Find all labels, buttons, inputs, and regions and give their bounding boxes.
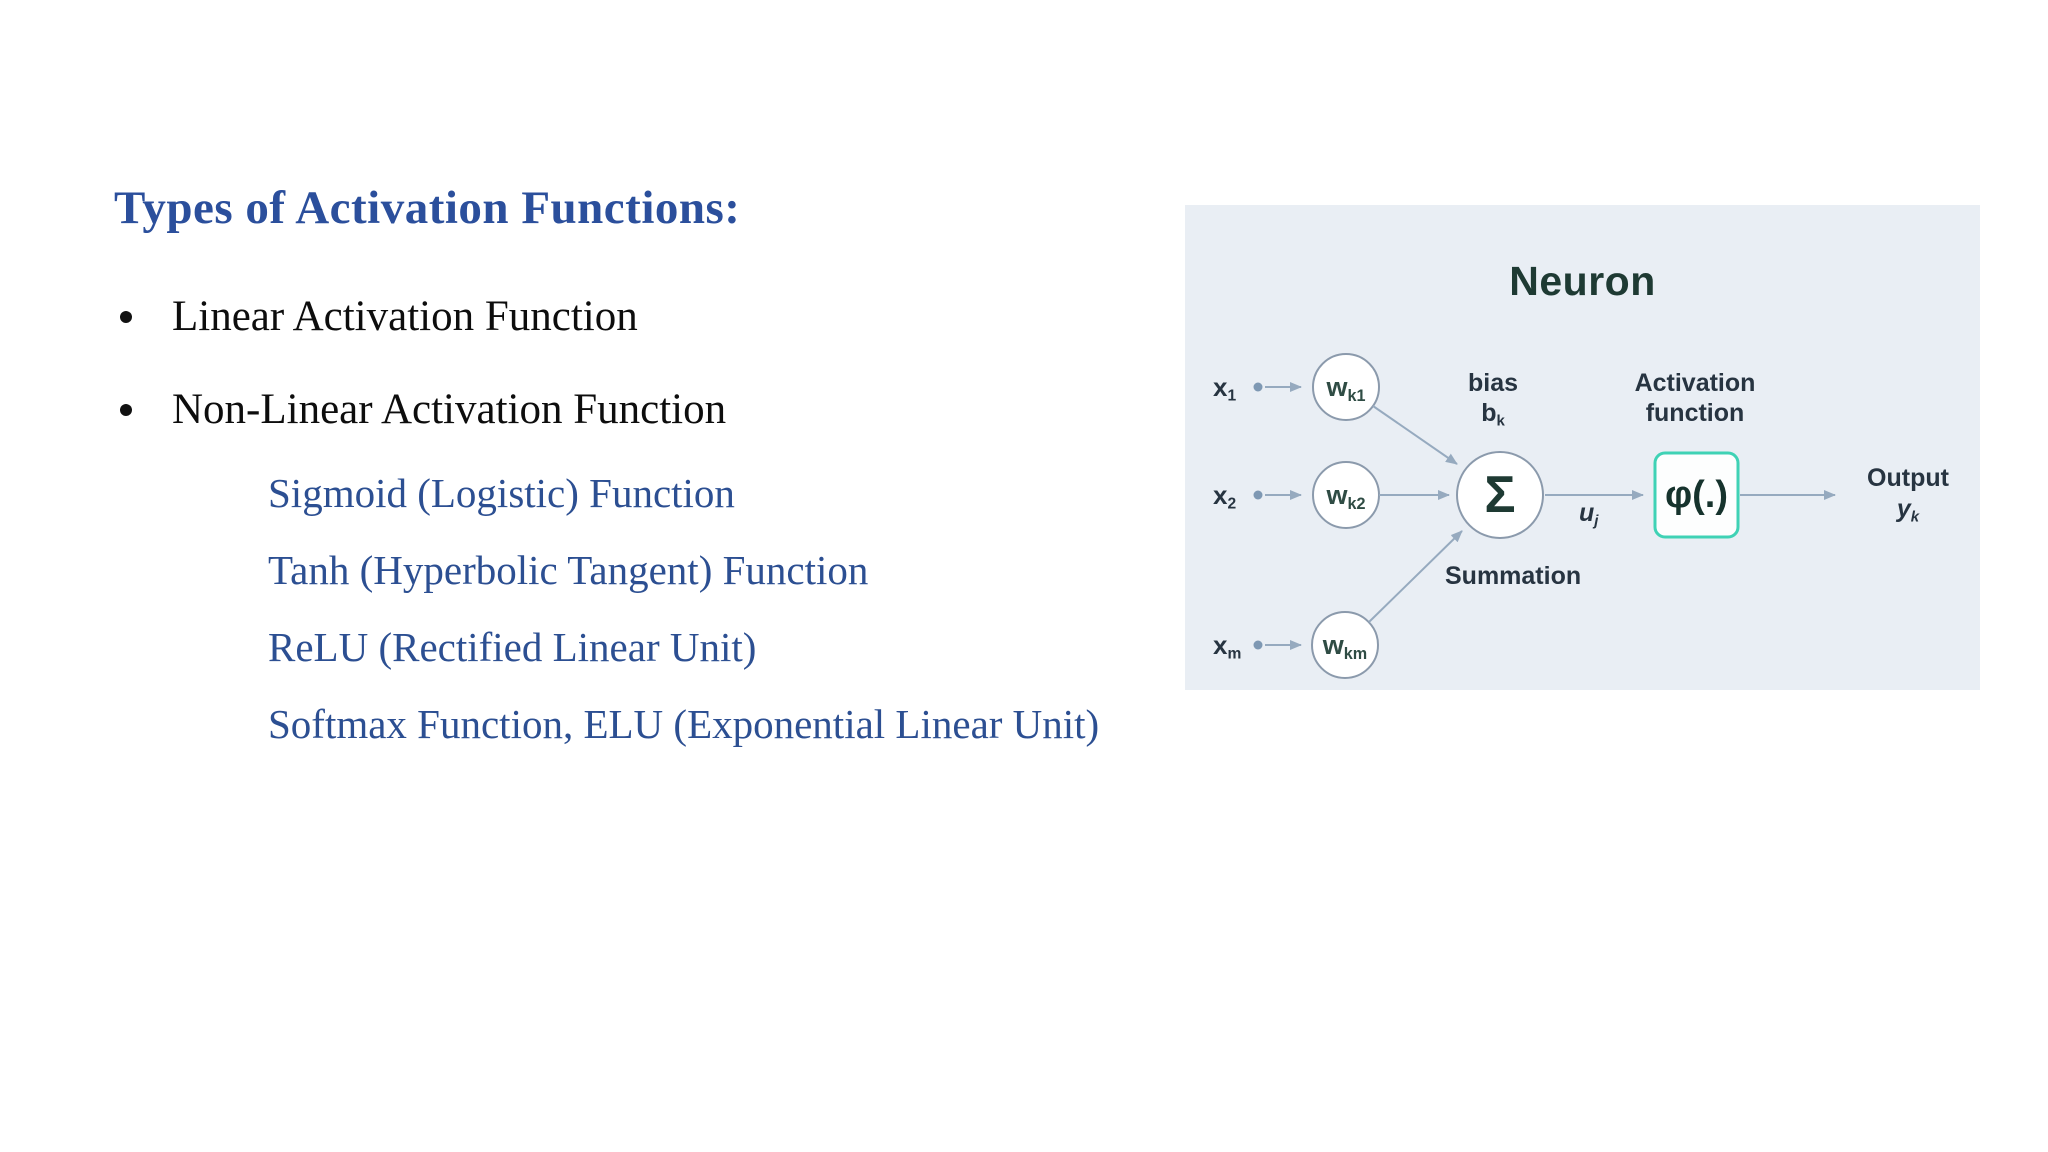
input-label-x1: x1 bbox=[1213, 372, 1237, 405]
weight-label-wk1: wk1 bbox=[1326, 372, 1366, 405]
bullet-dot-icon bbox=[120, 404, 132, 416]
output-label: Output yk bbox=[1833, 463, 1983, 533]
slide-title: Types of Activation Functions: bbox=[114, 182, 741, 235]
arrow-wkm-to-sum bbox=[1368, 530, 1463, 623]
sub-bullet-label: Softmax Function, ELU (Exponential Linea… bbox=[268, 701, 1100, 747]
diagram-graphics bbox=[1253, 353, 1836, 679]
bullet-item: Non-Linear Activation Function bbox=[118, 385, 726, 434]
sub-bullet-label: ReLU (Rectified Linear Unit) bbox=[268, 624, 757, 670]
weight-node-wk1 bbox=[1312, 353, 1380, 421]
output-symbol: yk bbox=[1896, 495, 1920, 526]
input-dot bbox=[1253, 490, 1263, 500]
sub-bullet-label: Tanh (Hyperbolic Tangent) Function bbox=[268, 547, 869, 593]
activation-box bbox=[1653, 451, 1740, 539]
bullet-label: Linear Activation Function bbox=[172, 293, 638, 340]
summation-label: Summation bbox=[1445, 562, 1582, 590]
neuron-diagram-panel: Neuron x1 x2 xm wk1 wk2 wkm bias bk Acti… bbox=[1185, 205, 1980, 690]
sigma-symbol: Σ bbox=[1484, 466, 1516, 524]
pre-activation-symbol: uj bbox=[1579, 499, 1599, 530]
arrow-wk1-to-sum bbox=[1372, 405, 1458, 465]
input-dot bbox=[1253, 640, 1263, 650]
weight-node-wkm bbox=[1311, 611, 1379, 679]
activation-function-label: Activation function bbox=[1634, 369, 1756, 427]
bullet-item: Linear Activation Function bbox=[118, 292, 638, 341]
input-label-x2: x2 bbox=[1213, 480, 1237, 513]
sub-bullet-label: Sigmoid (Logistic) Function bbox=[268, 470, 735, 516]
weight-label-wk2: wk2 bbox=[1326, 480, 1366, 513]
diagram-title: Neuron bbox=[1509, 258, 1656, 304]
summation-node bbox=[1456, 451, 1544, 539]
input-label-xm: xm bbox=[1213, 630, 1242, 663]
bias-label: bias bk bbox=[1467, 369, 1519, 430]
phi-symbol: φ(.) bbox=[1664, 473, 1729, 516]
weight-label-wkm: wkm bbox=[1322, 630, 1368, 663]
bullet-dot-icon bbox=[120, 311, 132, 323]
bullet-label: Non-Linear Activation Function bbox=[172, 386, 727, 433]
input-dot bbox=[1253, 382, 1263, 392]
